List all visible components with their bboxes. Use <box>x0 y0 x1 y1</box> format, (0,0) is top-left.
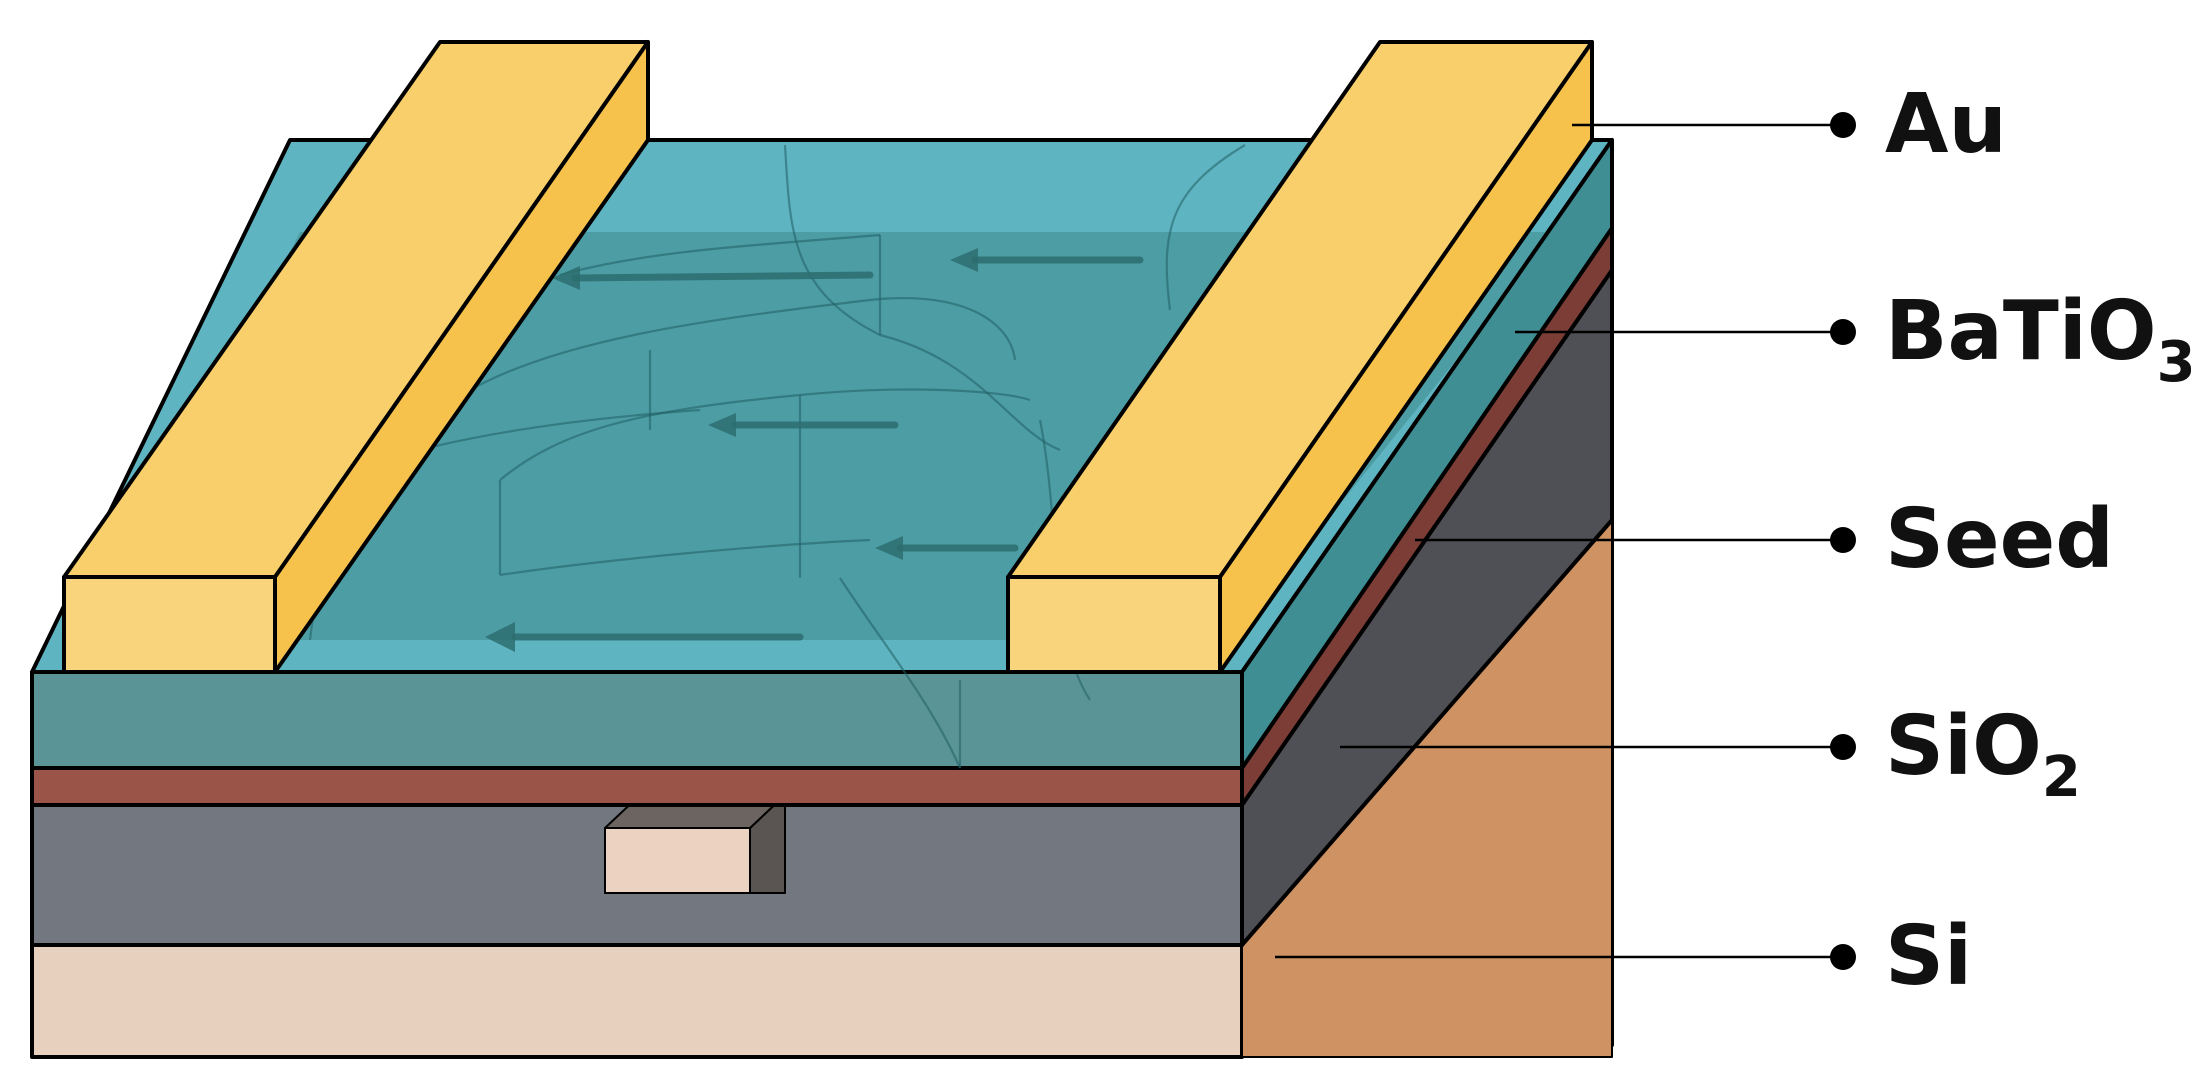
polarization-arrows <box>485 248 1144 652</box>
embedded-waveguide <box>604 794 786 894</box>
label-sio2: SiO2 <box>1885 699 2081 810</box>
label-si: Si <box>1885 909 1972 1004</box>
leader-dot-si <box>1830 944 1856 970</box>
au-electrode-right <box>1006 40 1594 674</box>
leader-dot-sio2 <box>1830 734 1856 760</box>
label-seed: Seed <box>1885 492 2114 587</box>
leader-dot-batio3 <box>1830 319 1856 345</box>
leader-dot-au <box>1830 112 1856 138</box>
label-au: Au <box>1885 77 2007 172</box>
leader-dot-seed <box>1830 527 1856 553</box>
leader-lines <box>1275 112 1856 970</box>
label-batio3: BaTiO3 <box>1885 284 2191 395</box>
layer-labels: Au BaTiO3 Seed SiO2 Si <box>1885 77 2191 1004</box>
au-electrode-left <box>62 40 650 674</box>
si-layer <box>30 518 1614 1059</box>
